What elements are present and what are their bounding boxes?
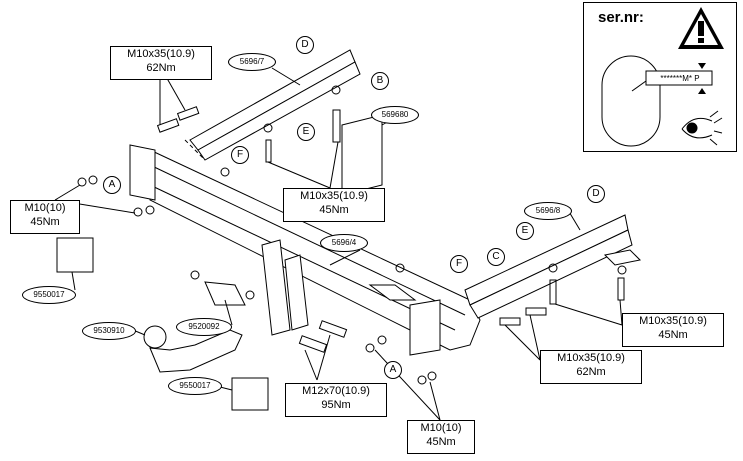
part-socket-left: 9550017 [22,286,76,304]
marker-f-right: F [450,255,468,273]
callout-top-left-bolt: M10x35(10.9) 62Nm [110,46,212,80]
tow-ball [143,325,243,373]
callout-right-bolt-45: M10x35(10.9) 45Nm [622,313,724,347]
part-socket-plate: 9520092 [176,318,232,336]
callout-torque: 45Nm [426,436,456,448]
marker-d-left: D [296,36,314,54]
serial-label: ser.nr: [598,9,644,26]
nuts-left [77,167,230,217]
callout-ball-bolt: M12x70(10.9) 95Nm [285,383,387,417]
serial-plate-code: *******M* P [660,74,700,83]
callout-torque: 45Nm [30,216,60,228]
bolts-right [395,263,627,326]
drop-plate [261,239,309,336]
callout-left-nut: M10(10) 45Nm [10,200,80,234]
callout-bottom-nut: M10(10) 45Nm [407,420,475,454]
right-bracket [464,214,642,319]
warning-triangle-icon [678,7,724,49]
socket-plate [190,270,255,306]
callout-torque: 95Nm [321,399,351,411]
callout-spec: M10x35(10.9) [557,352,625,364]
marker-d-right: D [587,185,605,203]
callout-spec: M10x35(10.9) [300,190,368,202]
marker-a-left: A [103,176,121,194]
callout-torque: 45Nm [319,204,349,216]
callout-center-bolt: M10x35(10.9) 45Nm [283,188,385,222]
socket-box-bottom [231,377,269,411]
callout-torque: 62Nm [146,62,176,74]
callout-spec: M10x35(10.9) [639,315,707,327]
eye-icon [681,110,723,146]
marker-f-left: F [231,146,249,164]
socket-box-left [56,237,94,273]
part-bracket-right: 5696/8 [524,202,572,220]
callout-spec: M10x35(10.9) [127,48,195,60]
marker-a-right: A [384,361,402,379]
crossbar [129,144,481,356]
callout-spec: M10(10) [24,202,66,214]
callout-right-bolt-62: M10x35(10.9) 62Nm [540,350,642,384]
part-bolt-kit: 569680 [371,106,419,124]
callout-torque: 62Nm [576,366,606,378]
marker-e-left: E [297,123,315,141]
marker-e-right: E [516,222,534,240]
part-socket-bottom: 9550017 [168,377,222,395]
marker-b: B [371,72,389,90]
serial-plate-drawing [601,55,723,147]
serial-number-panel: ser.nr: *******M* P [583,2,737,152]
callout-spec: M10(10) [420,422,462,434]
part-bracket-left: 5696/7 [228,53,276,71]
bolt-kit [341,114,383,196]
part-crossbar: 5696/4 [320,234,368,252]
callout-torque: 45Nm [658,329,688,341]
left-bracket [184,49,361,161]
callout-spec: M12x70(10.9) [302,385,370,397]
part-tow-ball: 9530910 [82,322,136,340]
marker-c: C [487,248,505,266]
ball-bolts [298,320,437,385]
